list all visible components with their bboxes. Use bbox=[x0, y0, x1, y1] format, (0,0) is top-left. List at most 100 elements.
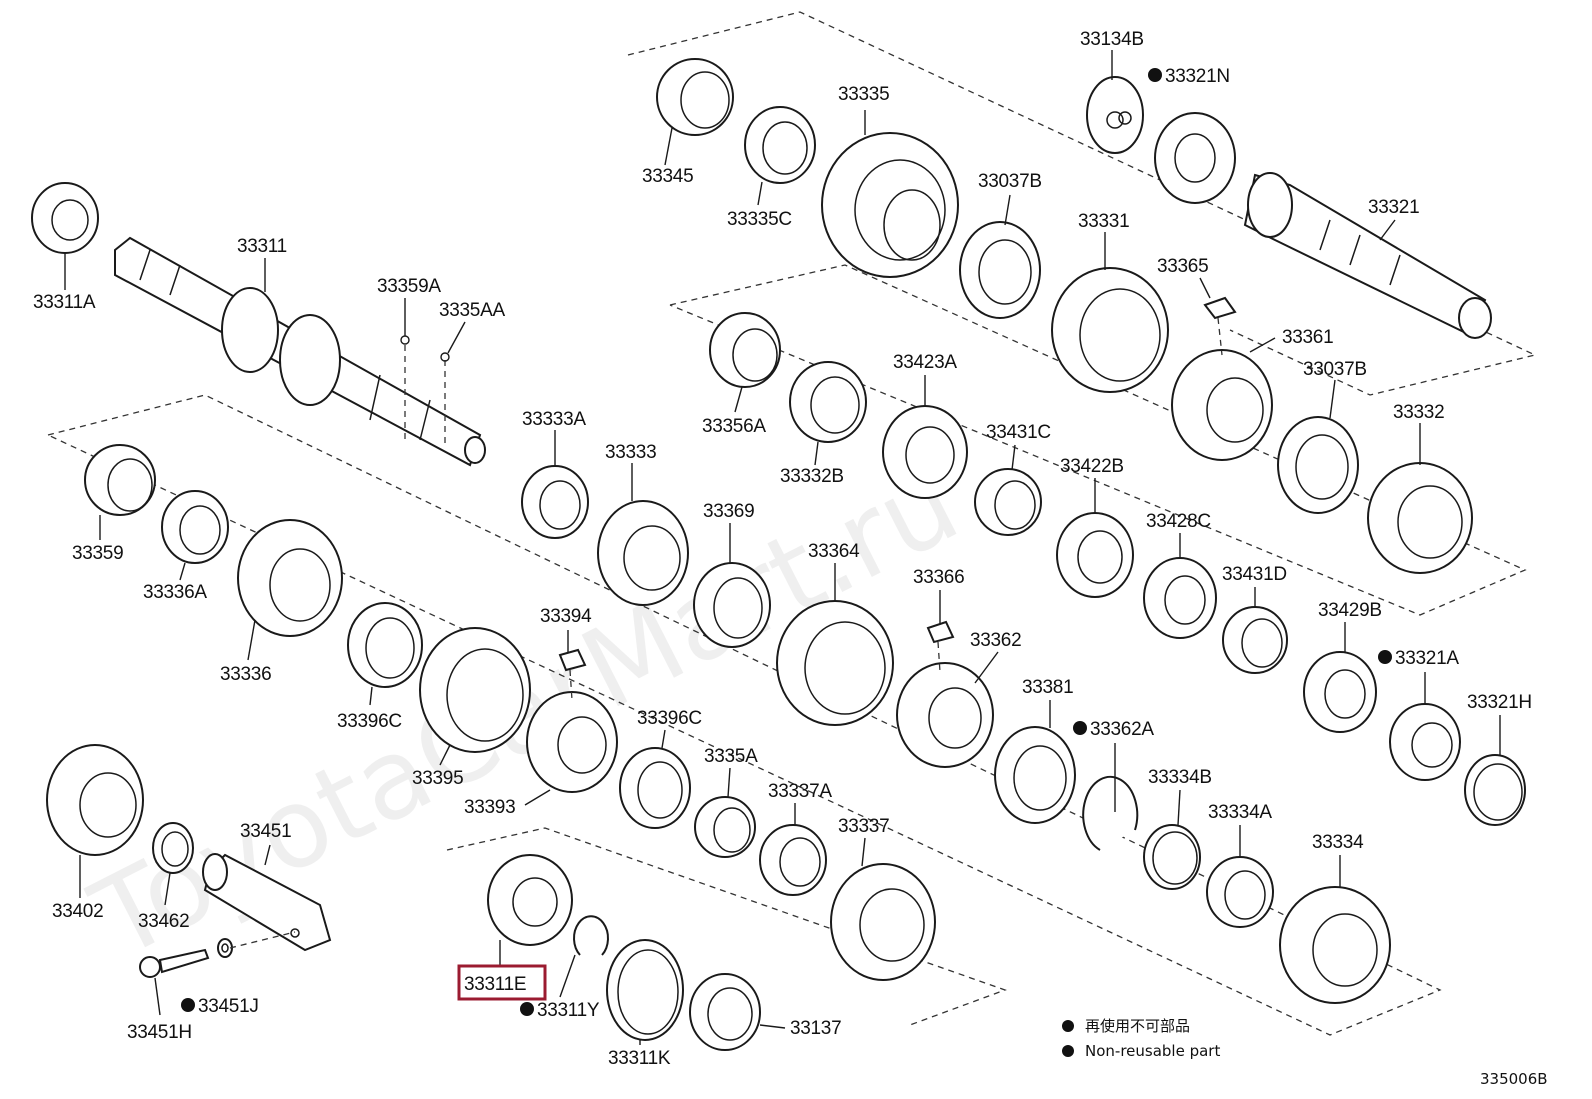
part-33462-ring[interactable] bbox=[152, 822, 194, 874]
part-33333-gear[interactable] bbox=[597, 500, 689, 606]
part-33423A-gear[interactable] bbox=[882, 405, 968, 499]
part-33321A-bearing[interactable] bbox=[1389, 703, 1461, 781]
part-label-33423A[interactable]: 33423A bbox=[893, 352, 958, 373]
part-label-33332B[interactable]: 33332B bbox=[780, 466, 844, 487]
part-label-33451[interactable]: 33451 bbox=[240, 821, 292, 842]
part-label-33311K[interactable]: 33311K bbox=[608, 1048, 671, 1069]
part-33362-hub[interactable] bbox=[896, 662, 994, 768]
part-label-33402[interactable]: 33402 bbox=[52, 901, 104, 922]
part-label-33422B[interactable]: 33422B bbox=[1060, 456, 1124, 477]
part-label-33364[interactable]: 33364 bbox=[808, 541, 860, 562]
part-label-33359A[interactable]: 33359A bbox=[377, 276, 442, 297]
part-label-33393[interactable]: 33393 bbox=[464, 797, 516, 818]
part-33321H-ring[interactable] bbox=[1464, 754, 1526, 826]
part-label-3335A[interactable]: 3335A bbox=[704, 746, 758, 767]
part-label-33321N[interactable]: 33321N bbox=[1165, 66, 1230, 87]
part-33345-bushing[interactable] bbox=[656, 58, 734, 136]
part-label-33462[interactable]: 33462 bbox=[138, 911, 190, 932]
part-33334B-ring[interactable] bbox=[1143, 824, 1201, 890]
part-label-33321H[interactable]: 33321H bbox=[1467, 692, 1532, 713]
part-33311E-bearing[interactable] bbox=[487, 854, 573, 946]
part-33381-synchro-ring[interactable] bbox=[994, 726, 1076, 824]
part-label-33381[interactable]: 33381 bbox=[1022, 677, 1074, 698]
part-33369-synchro-ring[interactable] bbox=[693, 562, 771, 648]
part-33429B-gear[interactable] bbox=[1303, 651, 1377, 733]
part-3335A-bushing[interactable] bbox=[694, 796, 756, 858]
part-label-33451H[interactable]: 33451H bbox=[127, 1022, 192, 1043]
part-label-33361[interactable]: 33361 bbox=[1282, 327, 1334, 348]
part-33366-key[interactable] bbox=[926, 620, 955, 644]
part-label-33359[interactable]: 33359 bbox=[72, 543, 124, 564]
part-label-33333[interactable]: 33333 bbox=[605, 442, 657, 463]
part-33311Y-snap-ring[interactable] bbox=[573, 915, 609, 956]
part-label-33362A[interactable]: 33362A bbox=[1090, 719, 1155, 740]
part-33431D-bushing[interactable] bbox=[1222, 606, 1288, 674]
part-33451J-washer[interactable] bbox=[217, 938, 233, 958]
part-label-33337[interactable]: 33337 bbox=[838, 816, 890, 837]
part-label-33137[interactable]: 33137 bbox=[790, 1018, 842, 1039]
part-33431C-bushing[interactable] bbox=[974, 468, 1042, 536]
part-33333A-bearing[interactable] bbox=[521, 465, 589, 539]
part-label-33335[interactable]: 33335 bbox=[838, 84, 890, 105]
part-33336A-bearing[interactable] bbox=[161, 490, 229, 564]
part-label-33365[interactable]: 33365 bbox=[1157, 256, 1209, 277]
part-label-33394[interactable]: 33394 bbox=[540, 606, 592, 627]
part-33359-bushing[interactable] bbox=[84, 444, 156, 516]
part-33394-key[interactable] bbox=[558, 648, 587, 672]
part-label-33345[interactable]: 33345 bbox=[642, 166, 694, 187]
part-33134B-plate[interactable] bbox=[1086, 76, 1144, 154]
part-label-33431D[interactable]: 33431D bbox=[1222, 564, 1287, 585]
part-33337A-bearing[interactable] bbox=[759, 824, 827, 896]
part-33337-gear[interactable] bbox=[830, 863, 936, 981]
part-33396C-synchro-ring-2[interactable] bbox=[619, 747, 691, 829]
part-label-33331[interactable]: 33331 bbox=[1078, 211, 1130, 232]
part-label-33395[interactable]: 33395 bbox=[412, 768, 464, 789]
part-33321-output-shaft[interactable] bbox=[1243, 172, 1492, 339]
part-label-33311[interactable]: 33311 bbox=[237, 236, 287, 257]
part-33037B-synchro-ring-1[interactable] bbox=[959, 221, 1041, 319]
part-33331-sleeve[interactable] bbox=[1051, 267, 1169, 393]
part-label-33336A[interactable]: 33336A bbox=[143, 582, 208, 603]
part-33422B-gear[interactable] bbox=[1056, 512, 1134, 598]
part-label-33134B[interactable]: 33134B bbox=[1080, 29, 1144, 50]
part-33311-input-shaft[interactable] bbox=[114, 236, 486, 467]
part-33356A-bushing[interactable] bbox=[709, 312, 781, 388]
part-label-33336[interactable]: 33336 bbox=[220, 664, 272, 685]
part-label-33334B[interactable]: 33334B bbox=[1148, 767, 1212, 788]
part-33362A-snap-ring[interactable] bbox=[1082, 775, 1139, 851]
part-33311K-ring[interactable] bbox=[606, 939, 684, 1041]
part-label-3335AA[interactable]: 3335AA bbox=[439, 300, 506, 321]
part-label-33396C-1[interactable]: 33396C bbox=[337, 711, 402, 732]
part-label-33333A[interactable]: 33333A bbox=[522, 409, 587, 430]
part-33311A-bearing[interactable] bbox=[31, 182, 99, 254]
part-label-33334A[interactable]: 33334A bbox=[1208, 802, 1273, 823]
part-33451-shaft[interactable] bbox=[202, 853, 332, 952]
part-33037B-synchro-ring-2[interactable] bbox=[1277, 416, 1359, 514]
part-33428C-gear[interactable] bbox=[1143, 557, 1217, 639]
part-label-33311A[interactable]: 33311A bbox=[33, 292, 96, 313]
part-label-33321[interactable]: 33321 bbox=[1368, 197, 1420, 218]
part-33137-ring[interactable] bbox=[689, 973, 761, 1051]
part-label-33037B-1[interactable]: 33037B bbox=[978, 171, 1042, 192]
part-label-33366[interactable]: 33366 bbox=[913, 567, 965, 588]
part-33451H-bolt[interactable] bbox=[139, 948, 210, 978]
part-label-33429B[interactable]: 33429B bbox=[1318, 600, 1382, 621]
part-33335-gear[interactable] bbox=[821, 132, 959, 278]
part-33364-sleeve[interactable] bbox=[776, 600, 894, 726]
part-33402-gear[interactable] bbox=[46, 744, 144, 856]
part-label-33334[interactable]: 33334 bbox=[1312, 832, 1364, 853]
part-33395-sleeve[interactable] bbox=[419, 627, 531, 753]
part-label-33369[interactable]: 33369 bbox=[703, 501, 755, 522]
part-33361-hub[interactable] bbox=[1171, 349, 1273, 461]
part-label-33037B-2[interactable]: 33037B bbox=[1303, 359, 1367, 380]
part-label-33431C[interactable]: 33431C bbox=[986, 422, 1051, 443]
part-label-33337A[interactable]: 33337A bbox=[768, 781, 833, 802]
part-33321N-bearing[interactable] bbox=[1154, 112, 1236, 204]
part-label-33335C[interactable]: 33335C bbox=[727, 209, 792, 230]
part-33334-gear[interactable] bbox=[1279, 886, 1391, 1004]
part-label-33451J[interactable]: 33451J bbox=[198, 996, 259, 1017]
part-label-33311Y[interactable]: 33311Y bbox=[537, 1000, 600, 1021]
part-label-33311E[interactable]: 33311E bbox=[464, 974, 527, 995]
part-label-33356A[interactable]: 33356A bbox=[702, 416, 767, 437]
part-label-33396C-2[interactable]: 33396C bbox=[637, 708, 702, 729]
